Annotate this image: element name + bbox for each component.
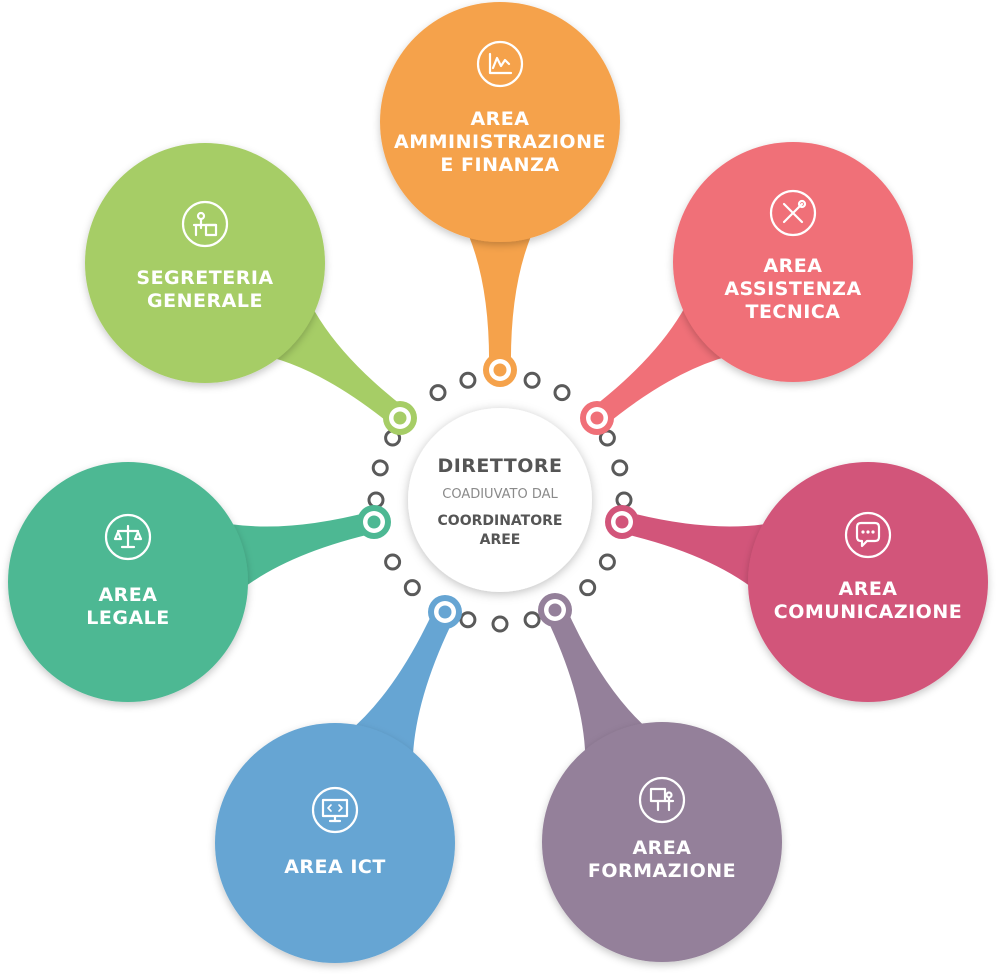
ring-dot [459,371,477,389]
center-title: DIRETTORE [437,455,563,477]
desk-person-icon [181,200,229,248]
node-assistenza [580,142,913,435]
node-amministrazione [380,2,620,387]
bubble-assistenza [673,142,913,382]
presentation-icon [638,776,686,824]
bubble-formazione [542,722,782,962]
label-line: AREA [632,837,692,859]
ring-dot [615,491,633,509]
ring-dot [367,491,385,509]
ring-dot [553,384,571,402]
label-line: LEGALE [86,607,170,629]
ring-dot [598,553,616,571]
center-role-line: COORDINATORE [437,513,563,529]
node-segreteria [85,143,417,435]
center-role: COORDINATORE AREE [438,512,563,550]
chart-icon [476,40,524,88]
label-line: AREA [763,255,823,277]
label-line: AREA ICT [284,856,386,878]
ring-dot [523,611,541,629]
ring-dot [403,579,421,597]
label-line: GENERALE [147,290,263,312]
bubble-comunicazione [748,462,988,702]
ring-dot [429,384,447,402]
ring-dot [371,459,389,477]
node-legale [8,462,391,702]
label-line: AREA [98,584,158,606]
bubble-amministrazione [380,2,620,242]
node-formazione [538,593,782,962]
center-circle [408,408,592,592]
tools-icon [769,189,817,237]
center-role-line: AREE [479,532,521,548]
label-line: E FINANZA [440,154,560,176]
label-line: TECNICA [745,301,841,323]
label-line: AREA [838,578,898,600]
center-subtitle: COADIUVATO DAL [442,487,558,502]
scales-icon [104,513,152,561]
label-ict: AREA ICT [284,856,386,879]
ring-dot [523,371,541,389]
node-ict [215,595,462,963]
bubble-ict [215,723,455,963]
label-line: AREA [470,108,530,130]
label-line: FORMAZIONE [587,860,737,882]
ring-dot [491,615,509,633]
node-comunicazione [605,462,988,702]
ring-dot [384,553,402,571]
monitor-code-icon [311,786,359,834]
speech-bubble-icon [844,511,892,559]
bubble-legale [8,462,248,702]
ring-dot [579,579,597,597]
bubble-segreteria [85,143,325,383]
label-line: AMMINISTRAZIONE [394,131,606,153]
ring-dot [459,611,477,629]
ring-dot [611,459,629,477]
label-line: SEGRETERIA [136,267,274,289]
label-line: COMUNICAZIONE [773,601,963,623]
label-line: ASSISTENZA [724,278,862,300]
